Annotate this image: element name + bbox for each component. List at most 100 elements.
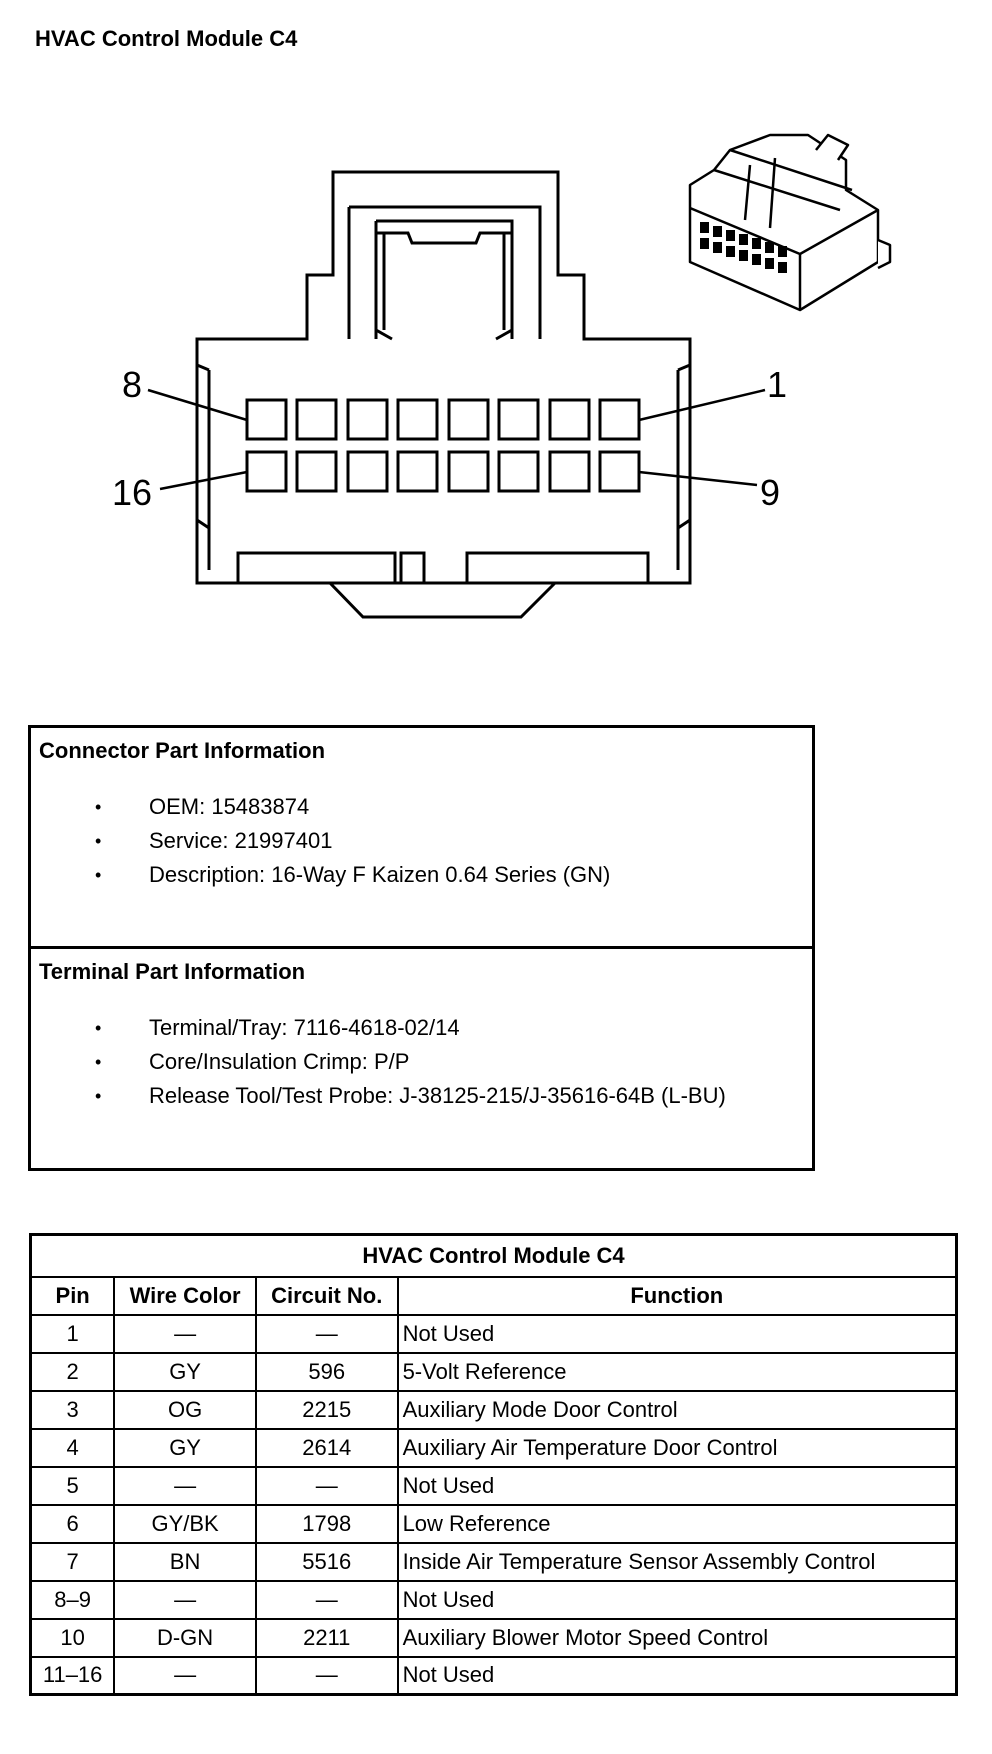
function-cell: Low Reference — [396, 1503, 958, 1544]
bullet-icon: • — [95, 1086, 102, 1106]
pin-cell: 7 — [29, 1541, 116, 1582]
function-cell: Not Used — [396, 1655, 958, 1696]
list-item: •Terminal/Tray: 7116-4618-02/14 — [39, 1011, 812, 1045]
cavity-13 — [396, 450, 439, 493]
pin-cell: 6 — [29, 1503, 116, 1544]
list-item: •Core/Insulation Crimp: P/P — [39, 1045, 812, 1079]
cavity-14 — [346, 450, 389, 493]
list-item: •Description: 16-Way F Kaizen 0.64 Serie… — [39, 858, 812, 892]
leader-8 — [147, 388, 248, 422]
circuit-cell: 2614 — [254, 1427, 399, 1468]
bullet-icon: • — [95, 797, 102, 817]
cavity-16 — [245, 450, 288, 493]
cavity-7 — [295, 398, 338, 441]
bullet-icon: • — [95, 1052, 102, 1072]
cavity-12 — [447, 450, 490, 493]
latch-outline — [347, 205, 542, 339]
wire-color-cell: — — [113, 1579, 257, 1620]
pin-label-9: 9 — [760, 472, 780, 513]
connector-info-heading: Connector Part Information — [39, 738, 326, 763]
wire-color-cell: GY — [113, 1351, 257, 1392]
table-header-row: Pin Wire Color Circuit No. Function — [29, 1275, 958, 1316]
function-cell: Not Used — [396, 1313, 958, 1354]
pin-cell: 10 — [29, 1617, 116, 1658]
bottom-slot-right — [465, 551, 650, 585]
circuit-cell: — — [254, 1579, 399, 1620]
wire-color-cell: — — [113, 1313, 257, 1354]
latch-tab — [374, 221, 514, 245]
cavity-2 — [548, 398, 591, 441]
wire-color-cell: OG — [113, 1389, 257, 1430]
page-title: HVAC Control Module C4 — [35, 26, 298, 51]
bullet-icon: • — [95, 1018, 102, 1038]
pin-cell: 1 — [29, 1313, 116, 1354]
cavity-4 — [447, 398, 490, 441]
list-item: •Service: 21997401 — [39, 824, 812, 858]
column-header: Wire Color — [113, 1275, 257, 1316]
circuit-cell: — — [254, 1465, 399, 1506]
function-cell: Auxiliary Blower Motor Speed Control — [396, 1617, 958, 1658]
connector-part-info: Connector Part Information •OEM: 1548387… — [31, 728, 812, 949]
function-cell: Inside Air Temperature Sensor Assembly C… — [396, 1541, 958, 1582]
terminal-info-heading: Terminal Part Information — [39, 959, 306, 984]
pin-cell: 3 — [29, 1389, 116, 1430]
cavity-11 — [497, 450, 540, 493]
cavity-1 — [598, 398, 641, 441]
cavity-3 — [497, 398, 540, 441]
table-row: 8–9 — — Not Used — [29, 1579, 958, 1620]
leader-1 — [638, 388, 766, 422]
pin-cell: 5 — [29, 1465, 116, 1506]
leader-9 — [638, 470, 758, 487]
wire-color-cell: BN — [113, 1541, 257, 1582]
pin-cell: 11–16 — [29, 1655, 116, 1696]
table-row: 6 GY/BK 1798 Low Reference — [29, 1503, 958, 1544]
connector-3d-view — [688, 133, 892, 312]
connector-info-list: •OEM: 15483874 •Service: 21997401 •Descr… — [39, 790, 812, 892]
cavity-6 — [346, 398, 389, 441]
leader-16 — [159, 470, 248, 491]
table-row: 3 OG 2215 Auxiliary Mode Door Control — [29, 1389, 958, 1430]
table-row: 2 GY 596 5-Volt Reference — [29, 1351, 958, 1392]
terminal-info-list: •Terminal/Tray: 7116-4618-02/14 •Core/In… — [39, 1011, 812, 1113]
pin-label-1: 1 — [767, 364, 787, 405]
cavity-15 — [295, 450, 338, 493]
list-item: •OEM: 15483874 — [39, 790, 812, 824]
column-header: Circuit No. — [254, 1275, 399, 1316]
function-cell: 5-Volt Reference — [396, 1351, 958, 1392]
circuit-cell: 1798 — [254, 1503, 399, 1544]
cavity-8 — [245, 398, 288, 441]
wire-color-cell: — — [113, 1465, 257, 1506]
bottom-key — [328, 581, 557, 619]
pin-cell: 8–9 — [29, 1579, 116, 1620]
part-info-box: Connector Part Information •OEM: 1548387… — [28, 725, 815, 1171]
circuit-cell: — — [254, 1313, 399, 1354]
wire-color-cell: GY — [113, 1427, 257, 1468]
latch-inner — [374, 219, 514, 339]
bullet-icon: • — [95, 865, 102, 885]
bottom-slot-center — [399, 551, 426, 585]
table-row: 11–16 — — Not Used — [29, 1655, 958, 1696]
connector-diagram: 8 1 16 9 — [112, 133, 892, 619]
cavity-5 — [396, 398, 439, 441]
column-header: Function — [396, 1275, 958, 1316]
cavity-10 — [548, 450, 591, 493]
pin-label-16: 16 — [112, 472, 152, 513]
circuit-cell: 5516 — [254, 1541, 399, 1582]
cavity-9 — [598, 450, 641, 493]
bullet-icon: • — [95, 831, 102, 851]
table-row: 10 D-GN 2211 Auxiliary Blower Motor Spee… — [29, 1617, 958, 1658]
table-row: 1 — — Not Used — [29, 1313, 958, 1354]
table-row: 5 — — Not Used — [29, 1465, 958, 1506]
function-cell: Auxiliary Mode Door Control — [396, 1389, 958, 1430]
function-cell: Not Used — [396, 1465, 958, 1506]
connector-3d-cavities — [700, 222, 787, 273]
pin-cell: 4 — [29, 1427, 116, 1468]
connector-housing-outline — [195, 170, 692, 585]
column-header: Pin — [29, 1275, 116, 1316]
pin-table: HVAC Control Module C4 Pin Wire Color Ci… — [29, 1233, 958, 1696]
pin-label-8: 8 — [122, 364, 142, 405]
circuit-cell: 2211 — [254, 1617, 399, 1658]
list-item: •Release Tool/Test Probe: J-38125-215/J-… — [39, 1079, 812, 1113]
table-caption: HVAC Control Module C4 — [29, 1233, 958, 1278]
circuit-cell: 2215 — [254, 1389, 399, 1430]
